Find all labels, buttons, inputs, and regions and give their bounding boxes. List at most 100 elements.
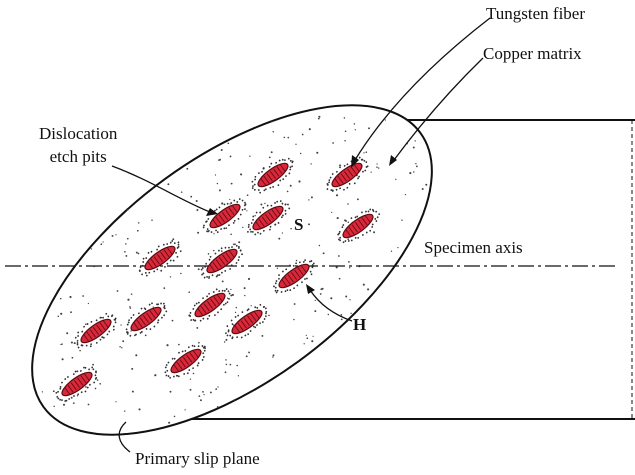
etch-pit [284, 212, 287, 215]
arrow-h [306, 284, 315, 294]
copper-matrix-label: Copper matrix [483, 44, 582, 63]
etch-pit [106, 333, 109, 336]
etch-pit [175, 251, 177, 254]
matrix-dot [35, 120, 38, 123]
etch-pit [210, 231, 213, 233]
etch-pit [95, 319, 98, 322]
etch-pit [364, 169, 367, 172]
etch-pit [86, 386, 89, 389]
fiber-hatch [345, 229, 352, 237]
matrix-dot [101, 336, 104, 339]
matrix-dot [58, 275, 60, 278]
etch-pit [257, 189, 260, 191]
matrix-dot [100, 243, 103, 246]
matrix-dot [227, 142, 230, 145]
matrix-dot [124, 410, 126, 412]
etch-pit [357, 177, 359, 180]
matrix-dot [62, 403, 66, 406]
etch-pit [156, 248, 159, 251]
matrix-dot [135, 354, 138, 357]
etch-pit [186, 372, 189, 375]
etch-pit [362, 170, 364, 173]
matrix-dot [57, 222, 60, 224]
etch-pit [237, 217, 240, 220]
etch-pit [331, 173, 334, 175]
etch-pit [61, 381, 63, 384]
etch-pit [247, 333, 250, 336]
fiber-hatch [260, 178, 267, 186]
matrix-dot [70, 396, 73, 399]
etch-pit [178, 351, 180, 354]
matrix-dot [327, 313, 330, 316]
etch-pit [171, 357, 174, 360]
etch-pit [64, 378, 67, 380]
matrix-dot [308, 223, 310, 226]
matrix-dot [339, 164, 342, 167]
etch-pit [240, 336, 243, 339]
matrix-dot [53, 405, 55, 408]
fiber-hatch [189, 352, 196, 361]
etch-pit [207, 218, 210, 220]
etch-pit [126, 323, 129, 326]
etch-pit [215, 208, 218, 211]
matrix-dot [433, 184, 436, 187]
etch-pit [192, 308, 195, 310]
etch-pit [197, 362, 200, 365]
matrix-dot [25, 356, 28, 358]
fiber-hatch [102, 320, 109, 328]
etch-pit [204, 347, 206, 350]
matrix-dot [127, 298, 130, 301]
matrix-dot [57, 206, 59, 209]
matrix-dot [444, 312, 447, 315]
matrix-dot [442, 271, 445, 274]
matrix-dot [64, 114, 66, 116]
matrix-dot [58, 252, 61, 254]
fiber-hatch [150, 258, 157, 267]
fiber-hatch [274, 207, 281, 215]
etch-pit [132, 314, 135, 316]
etch-pit [59, 387, 62, 390]
etch-pit [273, 285, 275, 288]
etch-pit [199, 319, 202, 322]
etch-pit [374, 217, 377, 220]
matrix-dot [20, 181, 23, 184]
matrix-dot [434, 364, 437, 367]
matrix-dot [345, 295, 348, 298]
matrix-dot [340, 314, 343, 316]
etch-pit [166, 243, 169, 245]
matrix-dot [180, 191, 183, 193]
matrix-dot [186, 111, 188, 114]
etch-pit [217, 311, 219, 314]
matrix-dot [116, 290, 119, 292]
etch-pit [239, 249, 242, 252]
matrix-dot [408, 330, 411, 333]
etch-pit [365, 210, 367, 213]
leader-dislocation [111, 165, 211, 213]
matrix-dot [115, 401, 117, 403]
fiber-hatch [261, 216, 268, 225]
etch-pit [167, 375, 170, 378]
etch-pit [265, 312, 267, 315]
etch-pit [339, 166, 341, 169]
etch-pit [102, 316, 105, 319]
matrix-dot [368, 127, 370, 130]
etch-pit [92, 368, 95, 371]
etch-pit [309, 270, 312, 273]
etch-pit [177, 375, 180, 378]
matrix-dot [249, 155, 251, 157]
etch-pit [287, 203, 289, 206]
matrix-dot [180, 272, 182, 275]
primary-slip-plane-label: Primary slip plane [135, 449, 260, 468]
fiber-hatch [355, 222, 361, 230]
fiber-hatch [350, 166, 357, 175]
matrix-dot [365, 151, 368, 153]
etch-pit [265, 310, 268, 313]
matrix-dot [347, 221, 350, 224]
fiber-hatch [294, 269, 301, 278]
s-marker-label: S [294, 215, 304, 234]
etch-pit [262, 206, 265, 209]
etch-pit [264, 188, 267, 191]
matrix-dot [175, 136, 178, 138]
etch-pit [225, 332, 227, 335]
etch-pit [166, 262, 169, 265]
